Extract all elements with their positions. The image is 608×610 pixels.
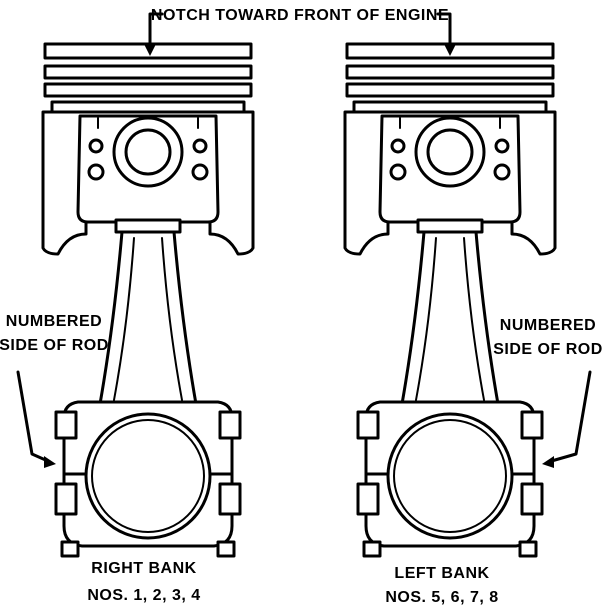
right-bank-assembly	[41, 42, 255, 558]
numbered-side-right-line2: SIDE OF ROD	[493, 341, 603, 358]
left-bank-assembly	[343, 42, 557, 558]
numbered-side-leaders	[16, 370, 592, 468]
notch-leader-lines	[144, 12, 456, 56]
left-bank-label: LEFT BANK	[394, 565, 489, 582]
notch-label: NOTCH TOWARD FRONT OF ENGINE	[151, 7, 449, 24]
right-bank-label: RIGHT BANK	[91, 560, 196, 577]
left-bank-numbers: NOS. 5, 6, 7, 8	[385, 589, 498, 606]
numbered-side-left-line2: SIDE OF ROD	[0, 337, 109, 354]
numbered-side-right-line1: NUMBERED	[500, 317, 596, 334]
numbered-side-left-line1: NUMBERED	[6, 313, 102, 330]
right-bank-numbers: NOS. 1, 2, 3, 4	[87, 587, 200, 604]
